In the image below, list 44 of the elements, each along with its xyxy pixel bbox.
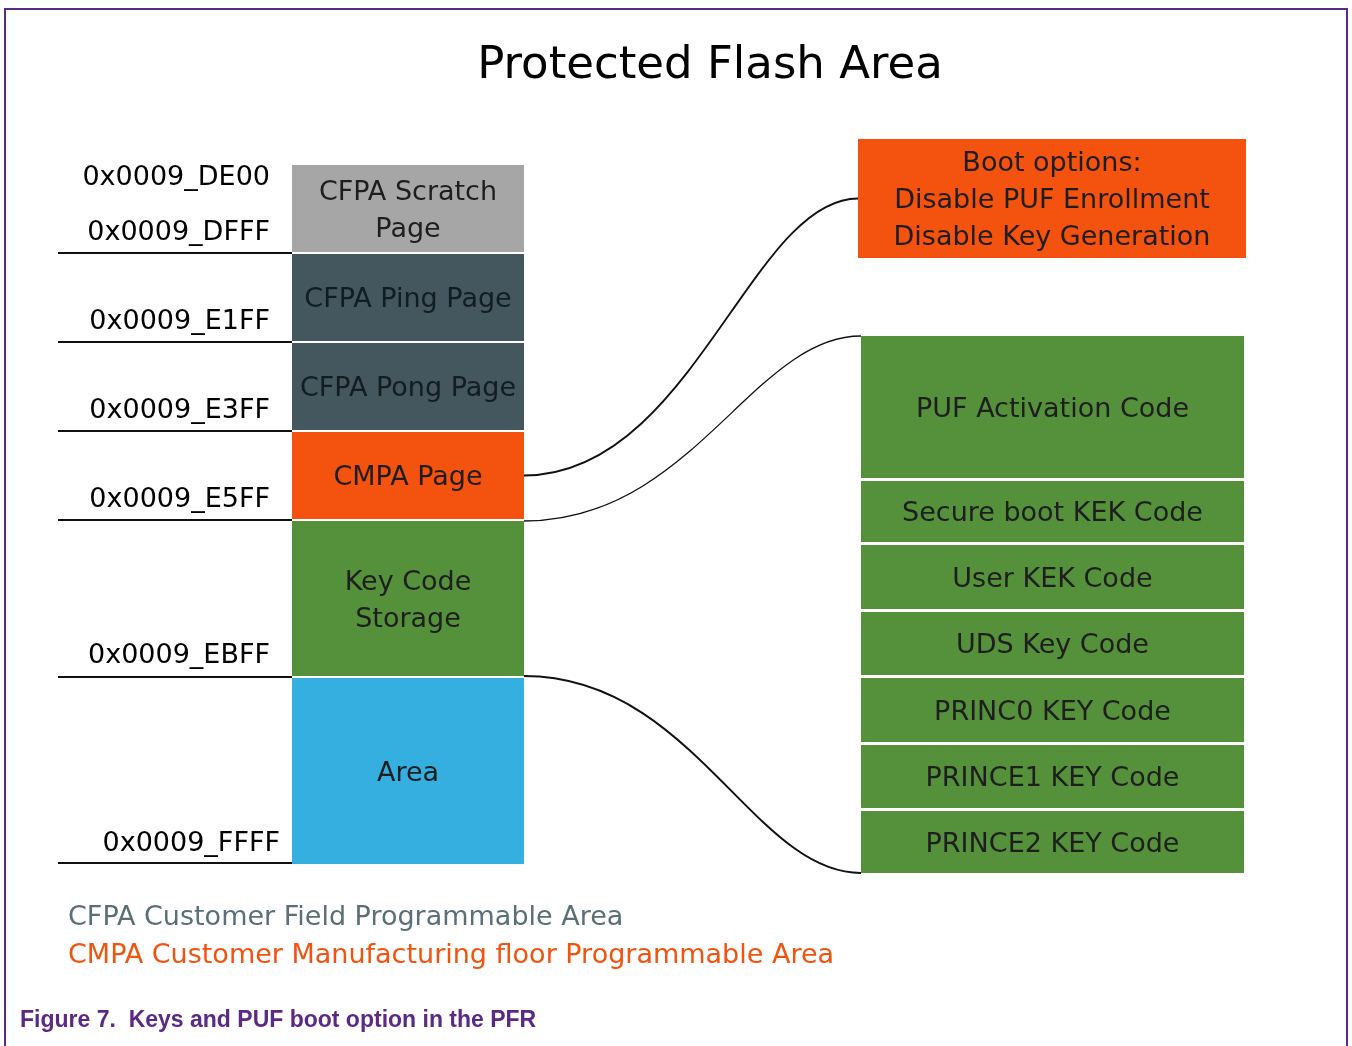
box-label: CMPA Page [333,459,483,493]
connector-line [523,197,859,477]
memory-block [292,343,524,430]
key-code-box [861,745,1244,808]
diagram-title: Protected Flash Area [476,36,944,89]
boot-options-box [858,139,1246,258]
box-heading: Boot options: [962,145,1142,179]
address-label: 0x0009_DFFF [87,215,270,246]
legend-text: CMPA Customer Manufacturing floor Programmable Area [68,938,835,969]
address-label: 0x0009_EBFF [88,638,270,669]
address-label: 0x0009_DE00 [82,160,270,191]
box-label: CFPA Scratch Page [317,173,499,245]
key-code-box [861,336,1244,478]
box-label: User KEK Code [952,560,1153,595]
key-code-box [861,811,1244,873]
figure-caption: Figure 7. Keys and PUF boot option in the PFR [20,1006,537,1033]
box-label: Secure boot KEK Code [902,495,1203,529]
box-label: Disable Key Generation [893,219,1211,253]
box-label: PRINCE1 KEY Code [925,760,1180,794]
box-label: Disable PUF Enrollment [894,182,1210,216]
memory-block [292,432,524,519]
legend-text: CFPA Customer Field Programmable Area [68,900,624,931]
box-label: UDS Key Code [956,627,1149,661]
connector-line [523,335,862,522]
address-label: 0x0009_E5FF [89,482,270,513]
memory-block [292,678,524,864]
address-label: 0x0009_E1FF [89,304,270,335]
connector-line [523,675,862,874]
box-label: CFPA Ping Page [304,281,512,315]
box-label: PRINCE2 KEY Code [925,825,1180,860]
key-code-box [861,678,1244,742]
key-code-box [861,481,1244,542]
address-label: 0x0009_E3FF [89,393,270,424]
box-label: Area [376,754,440,789]
box-label: CFPA Pong Page [300,370,516,404]
box-label: PUF Activation Code [915,390,1189,425]
memory-block [292,165,524,252]
box-label: Key Code Storage [343,563,473,635]
memory-block [292,254,524,341]
key-code-box [861,545,1244,609]
memory-block [292,521,524,676]
key-code-box [861,612,1244,675]
box-label: PRINC0 KEY Code [934,693,1171,728]
address-label: 0x0009_FFFF [102,826,280,857]
